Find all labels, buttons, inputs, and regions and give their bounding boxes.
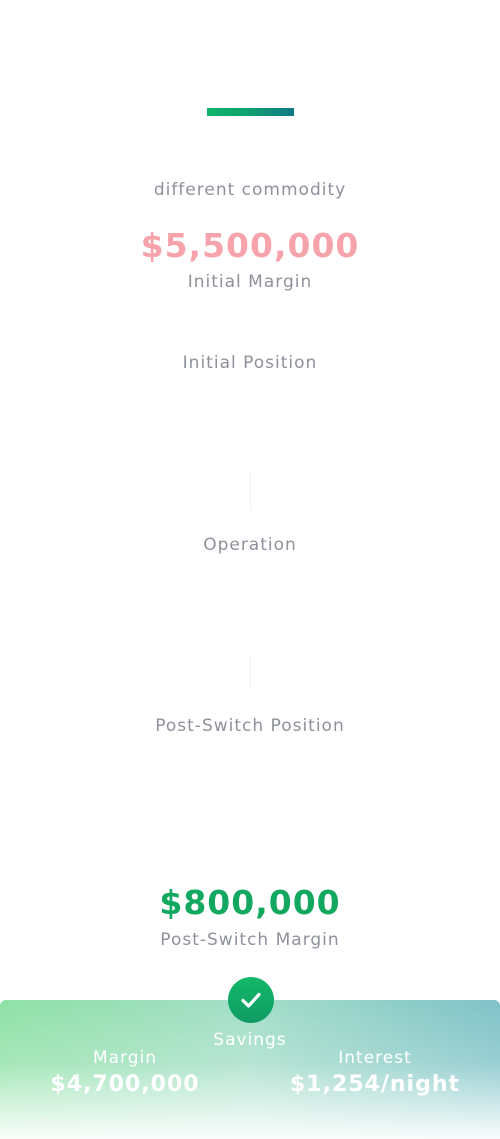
accent-bar xyxy=(207,108,294,116)
interest-savings: Interest $1,254/night xyxy=(250,1048,500,1097)
operation-label: Operation xyxy=(203,535,297,555)
connector-line xyxy=(250,655,251,689)
post-switch-position-label: Post-Switch Position xyxy=(155,716,345,736)
checkmark-icon xyxy=(228,977,274,1023)
initial-margin-label: Initial Margin xyxy=(187,272,313,292)
initial-margin-amount: $5,500,000 xyxy=(140,226,360,265)
interest-savings-label: Interest xyxy=(338,1048,412,1068)
margin-savings-label: Margin xyxy=(92,1048,158,1068)
connector-line xyxy=(250,472,251,510)
interest-savings-value: $1,254/night xyxy=(289,1072,461,1097)
initial-position-label: Initial Position xyxy=(182,353,318,373)
savings-title: Savings xyxy=(213,1030,287,1050)
post-switch-margin-label: Post-Switch Margin xyxy=(160,930,340,950)
post-switch-margin-amount: $800,000 xyxy=(159,883,341,922)
margin-savings: Margin $4,700,000 xyxy=(0,1048,250,1097)
page-subtitle: different commodity xyxy=(153,180,347,200)
savings-panel xyxy=(0,1000,500,1139)
margin-savings-value: $4,700,000 xyxy=(50,1072,200,1097)
